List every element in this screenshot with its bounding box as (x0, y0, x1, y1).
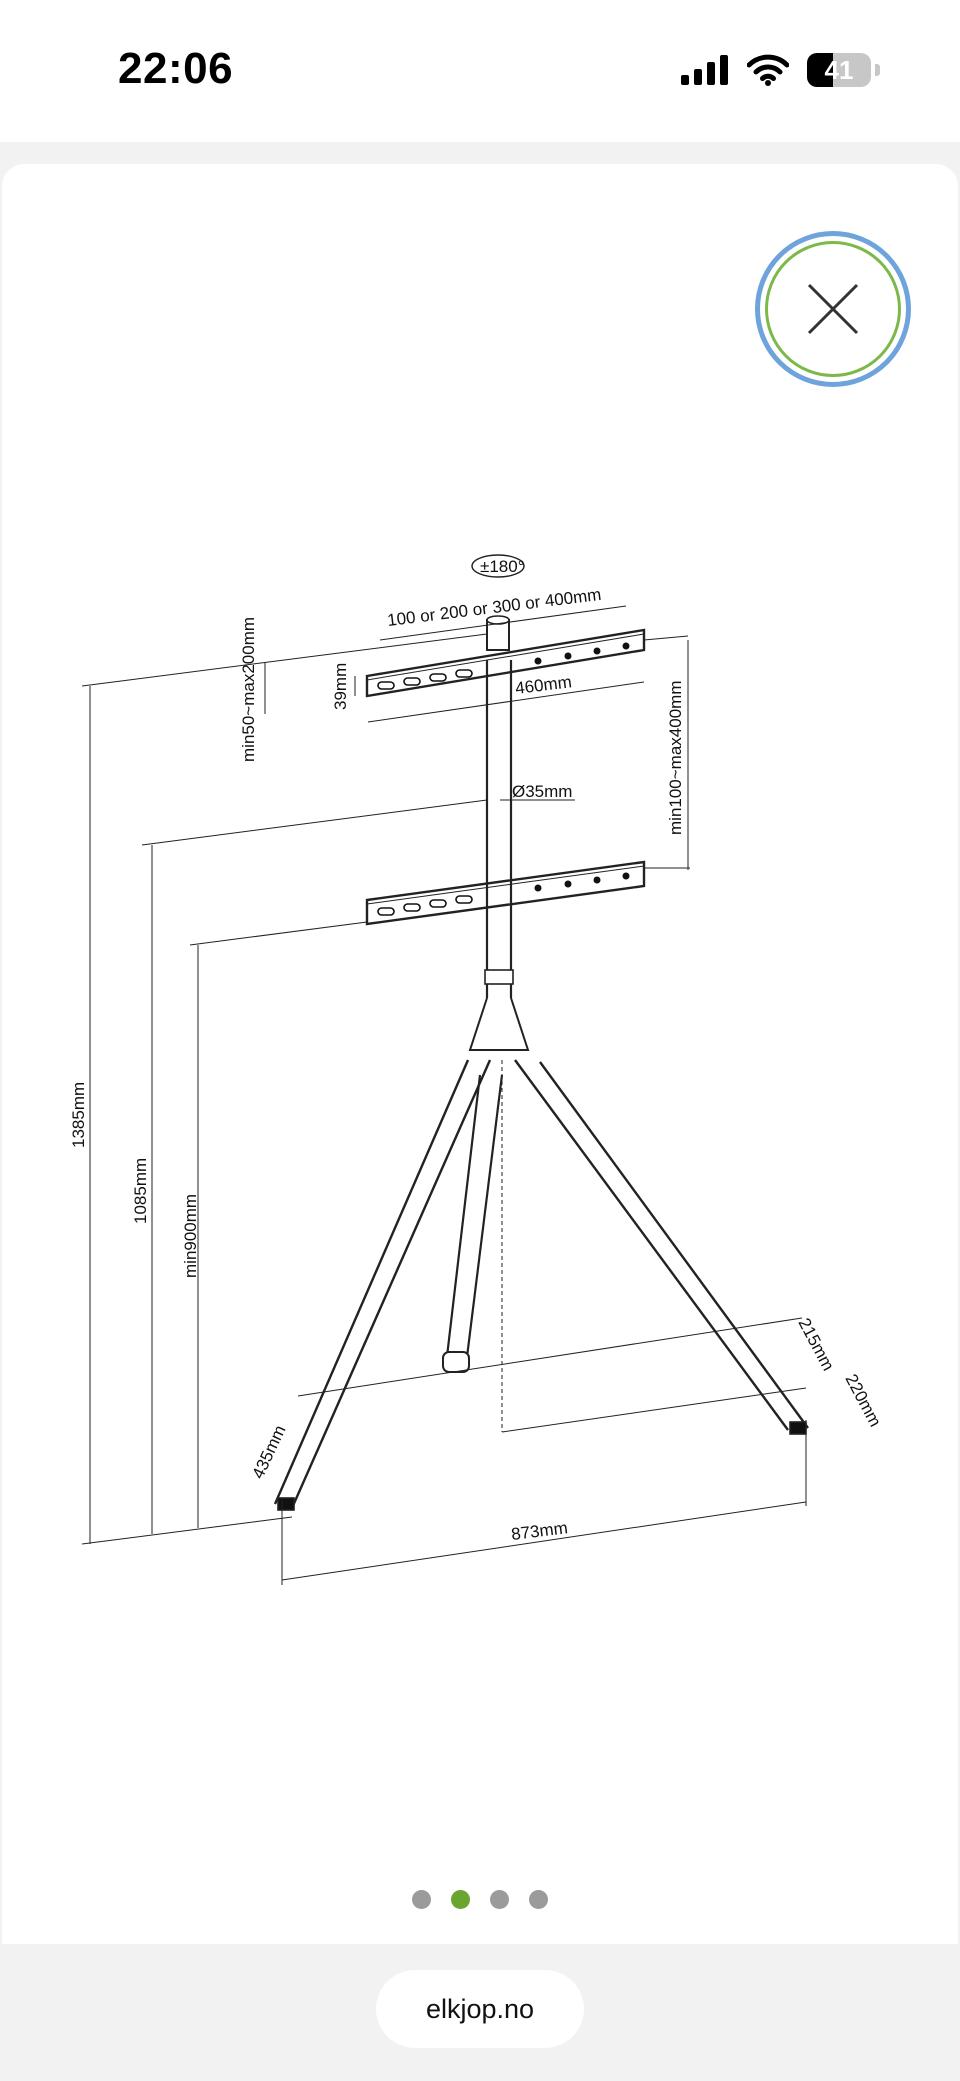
status-icons: 41 (681, 52, 880, 88)
label-depth-right-b: 220mm (841, 1371, 884, 1430)
pager-dot[interactable] (412, 1890, 431, 1909)
label-min-height: min900mm (181, 1194, 200, 1278)
pager-dot[interactable] (490, 1890, 509, 1909)
label-rotation: ±180° (480, 557, 525, 576)
label-depth-front: 435mm (248, 1422, 289, 1481)
label-depth-right-a: 215mm (794, 1315, 837, 1374)
label-width-base: 873mm (510, 1518, 569, 1544)
battery-level (807, 53, 834, 87)
close-icon (807, 283, 859, 335)
image-viewer (2, 164, 958, 1944)
label-mid-height: 1085mm (131, 1158, 150, 1224)
status-bar: 22:06 41 (0, 0, 960, 142)
label-adjust-range: min100~max400mm (666, 681, 685, 836)
close-button[interactable] (755, 231, 911, 387)
status-time: 22:06 (118, 44, 234, 93)
label-bracket-width: 460mm (514, 672, 573, 698)
wifi-icon (747, 54, 789, 86)
cellular-signal-icon (681, 55, 728, 85)
label-bracket-height: 39mm (331, 663, 350, 710)
image-pager (0, 1890, 960, 1909)
address-bar[interactable]: elkjop.no (376, 1970, 584, 2048)
pager-dot[interactable] (451, 1890, 470, 1909)
label-adjust-top: min50~max200mm (239, 617, 258, 762)
battery-icon: 41 (807, 53, 871, 87)
close-button-ring (765, 241, 901, 377)
battery-percentage: 41 (824, 54, 854, 85)
label-pole-diameter: Ø35mm (512, 782, 572, 801)
label-total-height: 1385mm (69, 1082, 88, 1148)
pager-dot[interactable] (529, 1890, 548, 1909)
product-dimension-drawing[interactable]: ±180° 100 or 200 or 300 or 400mm 39mm 46… (0, 540, 960, 1600)
battery-nub (875, 64, 880, 76)
